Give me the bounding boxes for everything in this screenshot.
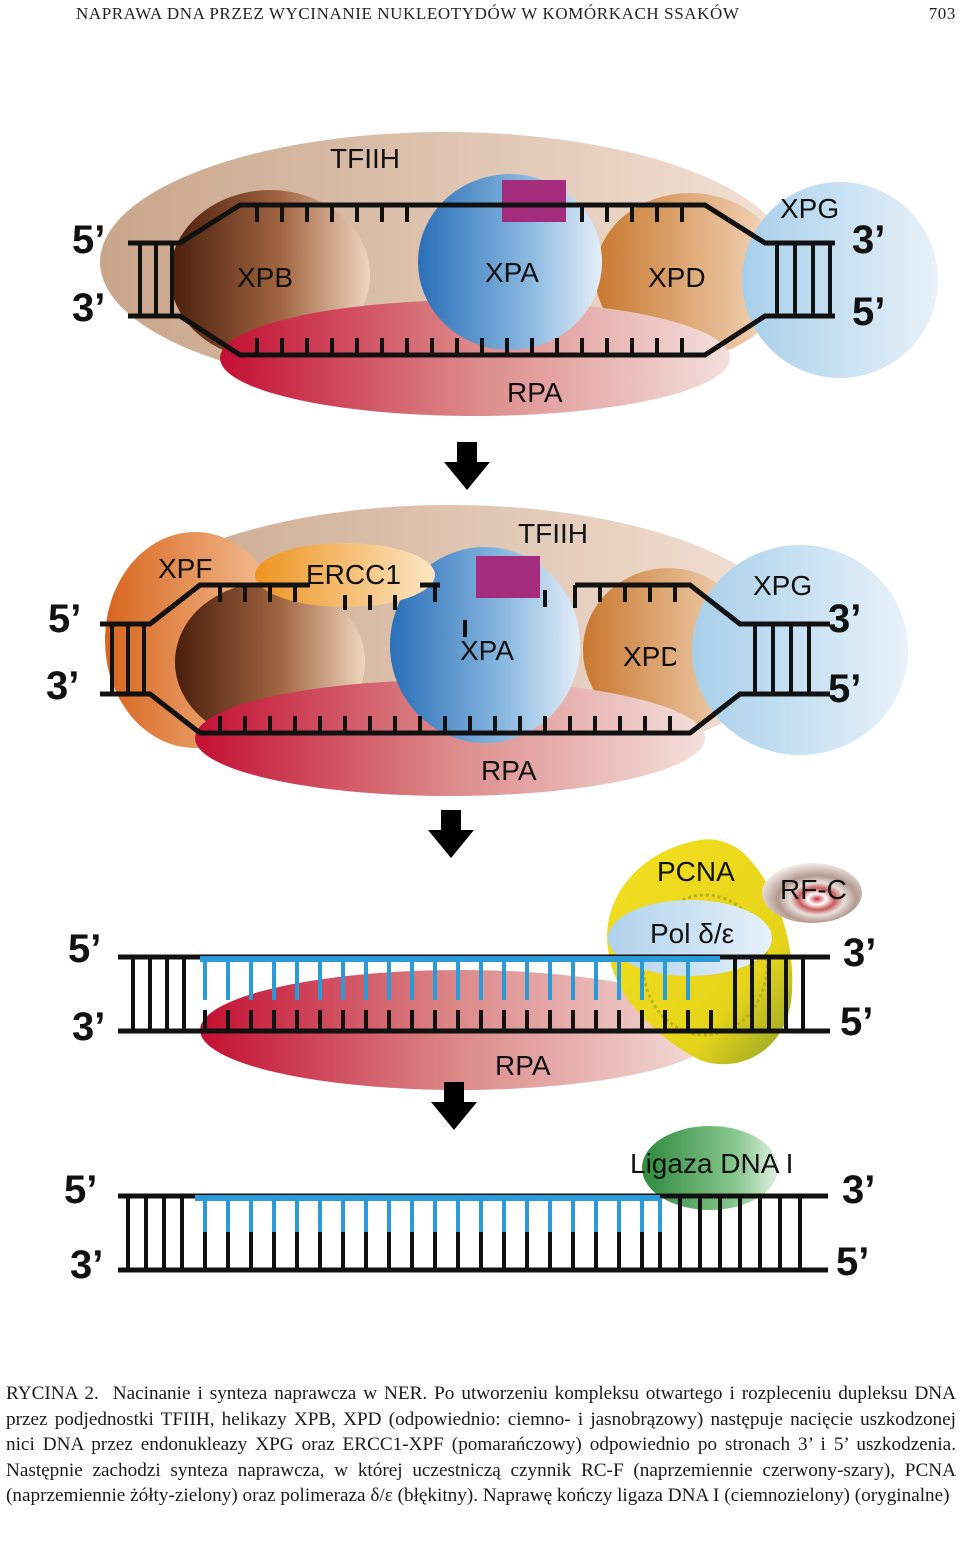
label-pol: Pol δ/ε [650,918,734,949]
ligase-shape [642,1126,778,1210]
end-5-left-4: 5’ [64,1168,97,1212]
rfc-shape [762,863,862,923]
panel-1: TFIIH XPB XPA XPD XPG RPA 5’ 3’ 3’ 5’ [72,132,938,416]
label-tfiih-1: TFIIH [330,143,400,174]
arrow-down-2 [428,810,474,858]
end-3-left-2: 3’ [46,664,79,708]
end-3-right-2: 3’ [828,597,861,641]
end-3-right-3: 3’ [843,931,876,975]
label-xpd-1: XPD [648,262,706,293]
rpa-shape-2 [195,680,705,796]
end-5-right-2: 5’ [828,667,861,711]
panel-3: PCNA RF-C Pol δ/ε RPA 5’ 3’ 3’ 5’ [68,839,876,1090]
panel-4: Ligaza DNA I 5’ 3’ 3’ 5’ [64,1126,875,1287]
page-number: 703 [928,4,956,23]
dna-bubble-1 [128,202,835,358]
ner-figure: TFIIH XPB XPA XPD XPG RPA 5’ 3’ 3’ 5’ [46,132,938,1287]
rpa-shape [220,300,730,416]
label-rpa-1: RPA [507,377,563,408]
label-ercc1: ERCC1 [306,559,401,590]
ercc1-shape [255,543,435,607]
end-5-left-3: 5’ [68,927,101,971]
dna-bubble-2 [100,582,830,736]
running-head: NAPRAWA DNA PRZEZ WYCINANIE NUKLEOTYDÓW … [76,4,956,28]
end-5-right-4: 5’ [836,1240,869,1284]
caption-text: Nacinanie i synteza naprawcza w NER. Po … [6,1383,957,1506]
end-5-right-3: 5’ [840,1000,873,1044]
label-rpa-2: RPA [481,755,537,786]
label-xpf: XPF [158,553,212,584]
xpg-shape-2 [692,545,908,755]
dna-duplex-3 [118,954,830,1034]
label-xpg-2: XPG [753,570,812,601]
label-pcna: PCNA [657,856,735,887]
xpd-label-clip: XPD [623,641,681,672]
end-5-left-1: 5’ [72,218,105,262]
end-3-right-1: 3’ [852,218,885,262]
xpg-shape [742,182,938,378]
arrow-down-3 [431,1082,477,1130]
panel-2: TFIIH XPF ERCC1 XPA XPG RPA 5’ 3’ 3’ 5’ [46,505,908,796]
label-xpa-1: XPA [485,257,539,288]
arrow-down-1 [444,442,490,490]
figure-caption: RYCINA 2. Nacinanie i synteza naprawcza … [6,1381,956,1509]
label-rpa-3: RPA [495,1050,551,1081]
label-xpa-2: XPA [460,635,514,666]
end-3-left-4: 3’ [70,1243,103,1287]
end-3-left-1: 3’ [72,286,105,330]
label-ligase: Ligaza DNA I [630,1148,793,1179]
label-xpg-1: XPG [780,193,839,224]
end-3-right-4: 3’ [842,1168,875,1212]
end-5-left-2: 5’ [48,597,81,641]
label-tfiih-2: TFIIH [518,518,588,549]
damage-site-2 [476,556,540,598]
end-3-left-3: 3’ [72,1005,105,1049]
label-xpb-1: XPB [237,262,293,293]
damage-site [502,180,566,222]
running-head-title: NAPRAWA DNA PRZEZ WYCINANIE NUKLEOTYDÓW … [76,4,740,23]
label-rfc: RF-C [780,874,847,905]
dna-duplex-4 [118,1193,828,1273]
end-5-right-1: 5’ [852,290,885,334]
caption-label: RYCINA 2. [6,1383,99,1404]
label-xpd-2: XPD [623,641,681,672]
